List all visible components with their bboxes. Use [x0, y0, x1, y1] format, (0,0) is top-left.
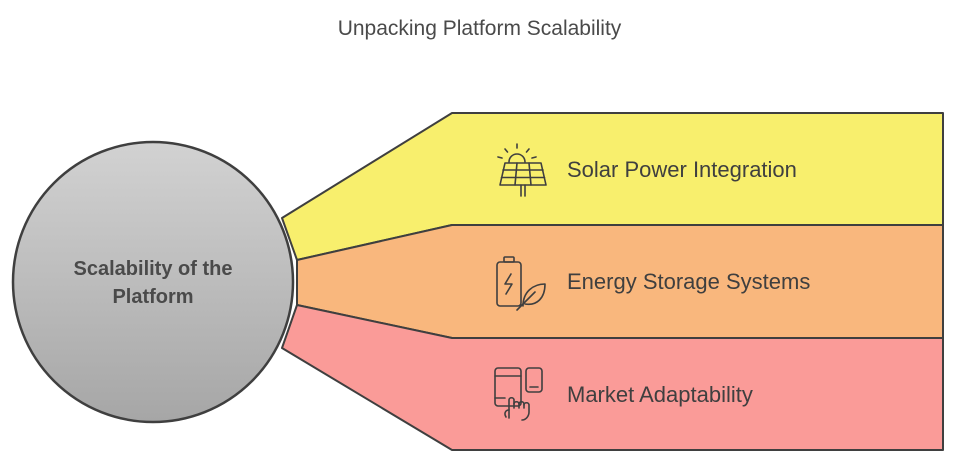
item-label-market-adaptability: Market Adaptability	[567, 382, 753, 407]
hub-label-line2: Platform	[112, 286, 193, 308]
hub-label-line1: Scalability of the	[74, 258, 233, 280]
solar-panel-icon	[497, 143, 547, 197]
item-label-solar-power: Solar Power Integration	[567, 157, 797, 182]
diagram-title: Unpacking Platform Scalability	[338, 17, 622, 40]
battery-leaf-icon	[496, 256, 546, 311]
hub-circle	[11, 140, 295, 424]
devices-hand-icon	[494, 367, 543, 421]
item-label-energy-storage: Energy Storage Systems	[567, 269, 810, 294]
band-market-adaptability	[281, 304, 944, 451]
